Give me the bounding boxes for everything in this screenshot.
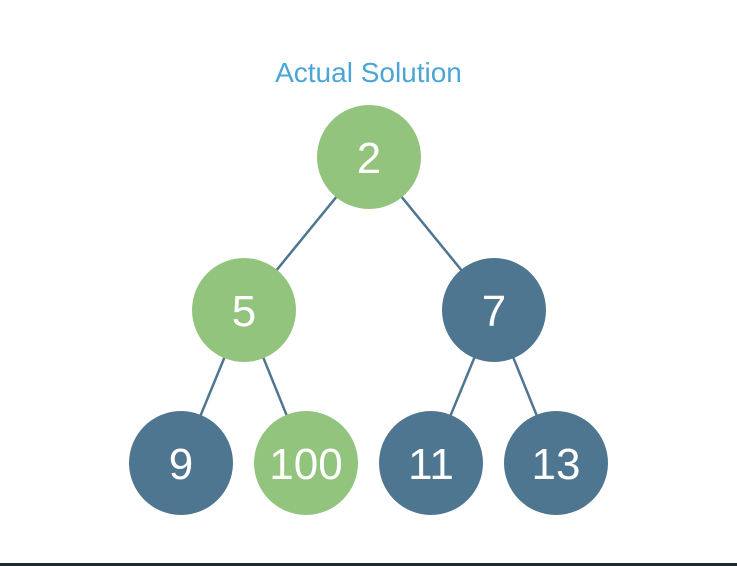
diagram-title: Actual Solution xyxy=(275,57,462,88)
tree-node-label: 7 xyxy=(482,287,506,336)
tree-node-label: 9 xyxy=(169,440,193,489)
tree-node: 5 xyxy=(192,258,296,362)
tree-node: 7 xyxy=(442,258,546,362)
tree-node-label: 2 xyxy=(357,134,381,183)
tree-edge xyxy=(261,355,289,418)
tree-node: 100 xyxy=(254,411,358,515)
tree-node-circle xyxy=(379,411,483,515)
bottom-border xyxy=(0,563,737,566)
tree-nodes: 2 5 7 9 100 11 13 xyxy=(129,105,608,515)
tree-edge xyxy=(198,355,227,418)
tree-node-circle xyxy=(317,105,421,209)
tree-node: 11 xyxy=(379,411,483,515)
tree-node-label: 13 xyxy=(532,440,581,489)
tree-node: 2 xyxy=(317,105,421,209)
tree-edges xyxy=(198,194,539,418)
tree-node-circle xyxy=(129,411,233,515)
tree-edge xyxy=(448,355,477,418)
tree-edge xyxy=(274,194,339,273)
tree-node-label: 100 xyxy=(269,440,342,489)
tree-node: 9 xyxy=(129,411,233,515)
tree-node-circle xyxy=(442,258,546,362)
tree-node-label: 5 xyxy=(232,287,256,336)
tree-edge xyxy=(511,355,539,418)
tree-node-circle xyxy=(192,258,296,362)
tree-node-label: 11 xyxy=(408,440,454,489)
tree-node: 13 xyxy=(504,411,608,515)
tree-node-circle xyxy=(254,411,358,515)
tree-edge xyxy=(399,194,464,273)
tree-node-circle xyxy=(504,411,608,515)
